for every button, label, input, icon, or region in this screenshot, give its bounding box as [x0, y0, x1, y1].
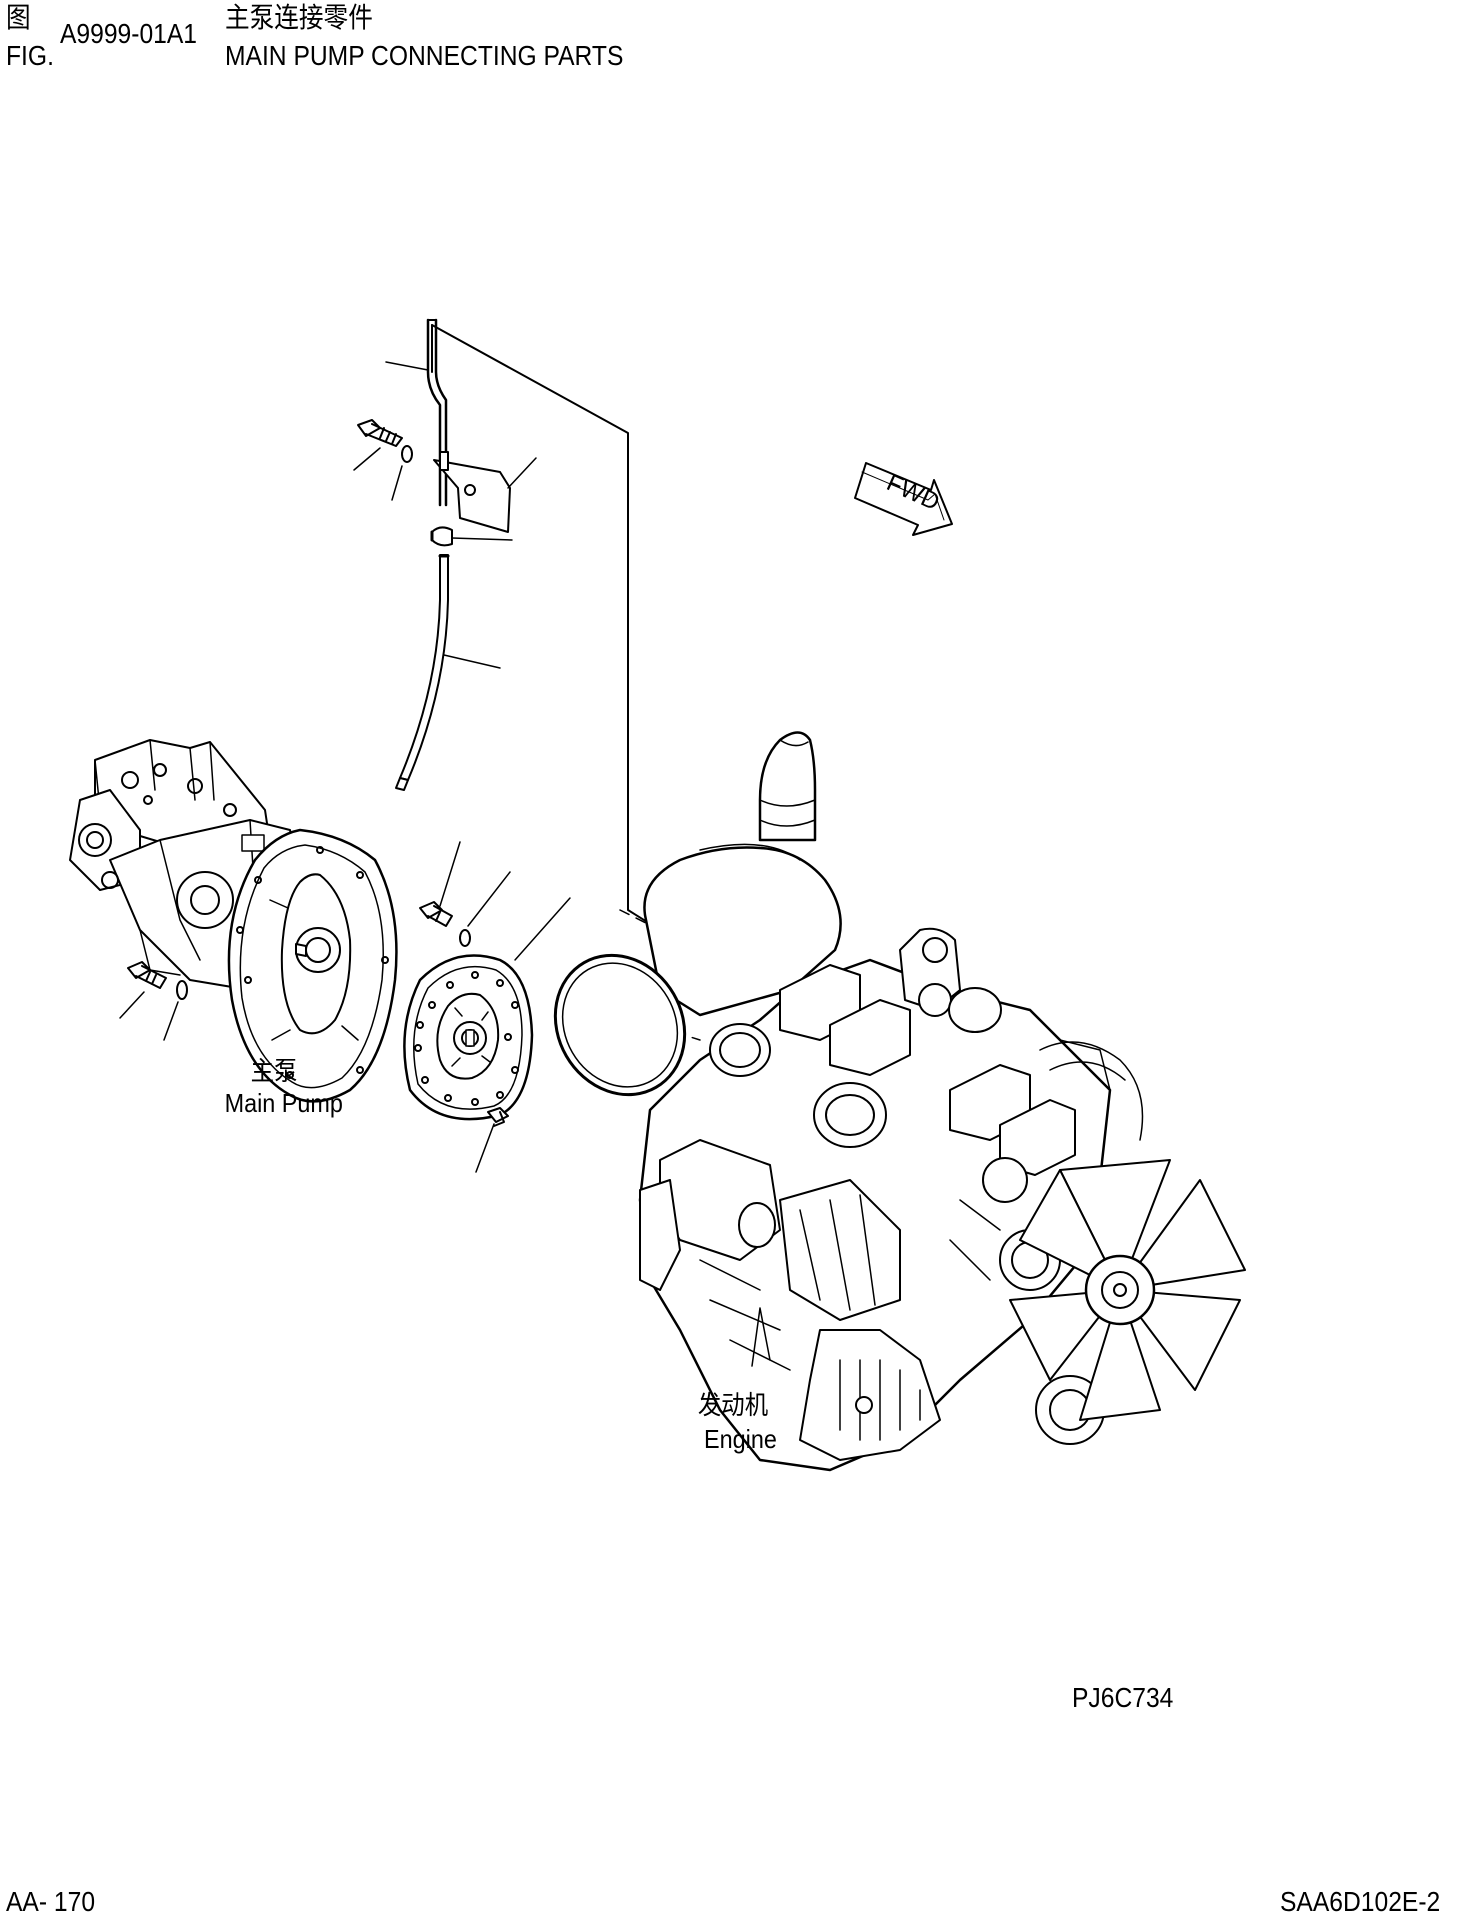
pump-washer [164, 981, 187, 1040]
engine-label-en: Engine [704, 1424, 777, 1454]
engine-label-cn: 发动机 [697, 1390, 769, 1420]
rod-bracket [434, 452, 536, 532]
dipstick-rod [386, 320, 446, 505]
model-code: SAA6D102E-2 [1280, 1886, 1441, 1917]
dowel-pin [476, 1108, 508, 1172]
main-pump-label-cn: 主泵 [250, 1056, 298, 1086]
page-number: AA- 170 [6, 1886, 96, 1917]
coupling-bolt [420, 842, 460, 926]
title-cn: 主泵连接零件 [225, 2, 373, 33]
fig-number: A9999-01A1 [60, 18, 198, 49]
rod-bolt [354, 420, 402, 470]
drawing-code: PJ6C734 [1072, 1682, 1174, 1713]
fwd-arrow-icon [855, 463, 952, 535]
pump-bolt [120, 962, 166, 1018]
guide-tube [396, 555, 500, 790]
main-pump-label-en: Main Pump [224, 1088, 343, 1118]
fig-label-cn: 图 [6, 2, 31, 33]
main-pump [70, 740, 396, 1101]
fig-label-en: FIG. [6, 40, 54, 71]
title-en: MAIN PUMP CONNECTING PARTS [225, 40, 624, 71]
rod-washer [392, 446, 412, 500]
engine [530, 733, 1245, 1471]
coupling-washer [460, 872, 510, 946]
group-leader-line [432, 325, 668, 935]
damper-disc [404, 898, 570, 1119]
rod-clamp [432, 527, 512, 545]
